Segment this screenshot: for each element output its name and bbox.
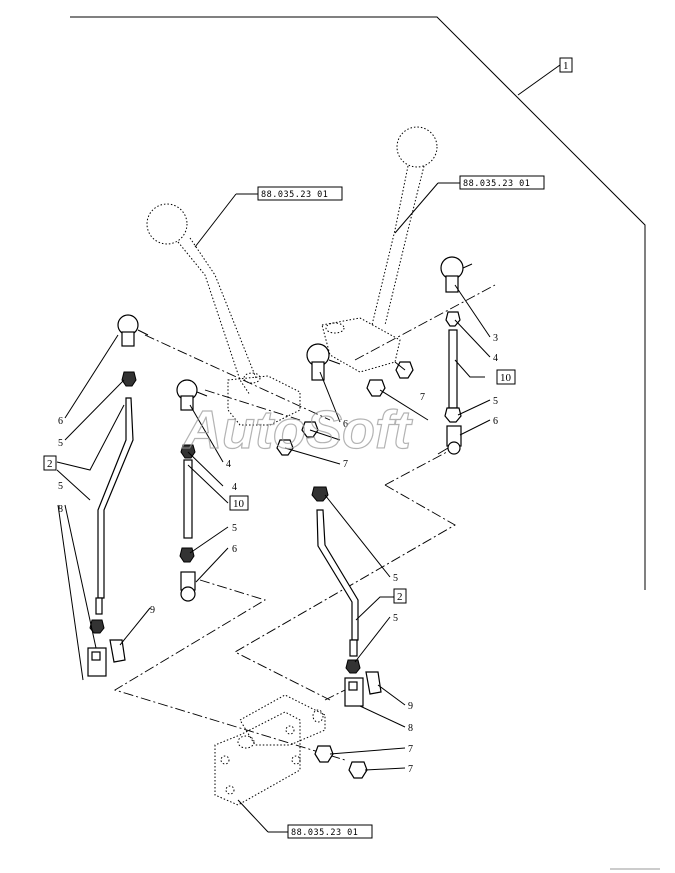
- callout-3[interactable]: 3: [493, 333, 498, 344]
- right-rod-assembly: [276, 343, 414, 707]
- callout-5[interactable]: 5: [393, 613, 398, 624]
- callout-7[interactable]: 7: [420, 392, 425, 403]
- callout-6[interactable]: 6: [493, 416, 498, 427]
- callout-7[interactable]: 7: [343, 459, 348, 470]
- boxed-callout-right-stud[interactable]: 10: [496, 369, 516, 385]
- callout-leaders: [56, 284, 491, 771]
- lower-mounting-bracket: [214, 694, 368, 806]
- watermark: AutoSoft: [181, 400, 413, 460]
- boxed-callout-left-stud[interactable]: 10: [229, 495, 249, 511]
- box-left-rod-text: 2: [47, 458, 53, 470]
- ref-right-lever-text: 88.035.23 01: [463, 179, 530, 189]
- part-callouts: 6 5 5 8 9 4 4 5 6 6 7 7 3 4 5 6 5 5 9 8 …: [58, 333, 498, 775]
- callout-7[interactable]: 7: [408, 764, 413, 775]
- left-stud-assembly: [176, 379, 208, 602]
- callout-4[interactable]: 4: [493, 353, 498, 364]
- box-right-stud-text: 10: [500, 372, 512, 384]
- callout-6[interactable]: 6: [232, 544, 237, 555]
- callout-8[interactable]: 8: [408, 723, 413, 734]
- callout-5[interactable]: 5: [393, 573, 398, 584]
- callout-4[interactable]: 4: [226, 459, 231, 470]
- assembly-ref-box[interactable]: [559, 57, 573, 73]
- callout-6[interactable]: 6: [58, 416, 63, 427]
- callout-5[interactable]: 5: [232, 523, 237, 534]
- callout-6[interactable]: 6: [343, 419, 348, 430]
- callout-4[interactable]: 4: [232, 482, 237, 493]
- callout-5[interactable]: 5: [58, 481, 63, 492]
- box-left-stud-text: 10: [233, 498, 245, 510]
- callout-7[interactable]: 7: [408, 744, 413, 755]
- callout-9[interactable]: 9: [150, 605, 155, 616]
- ref-bracket-text: 88.035.23 01: [291, 828, 358, 838]
- alignment-lines: [113, 284, 496, 761]
- callout-5[interactable]: 5: [493, 396, 498, 407]
- callout-9[interactable]: 9: [408, 701, 413, 712]
- boxed-callout-right-rod[interactable]: 2: [393, 588, 407, 604]
- box-right-rod-text: 2: [397, 591, 403, 603]
- ref-label-bracket[interactable]: 88.035.23 01: [237, 799, 373, 839]
- assembly-ref-label: 1: [563, 60, 569, 72]
- left-rod-assembly: [87, 314, 149, 677]
- ref-label-left-lever[interactable]: 88.035.23 01: [194, 186, 343, 248]
- callout-8[interactable]: 8: [58, 504, 63, 515]
- assembly-outline: 1: [70, 16, 646, 590]
- boxed-callout-left-rod[interactable]: 2: [43, 455, 57, 471]
- left-shift-lever: [146, 203, 301, 426]
- ref-label-right-lever[interactable]: 88.035.23 01: [394, 175, 545, 234]
- ref-left-lever-text: 88.035.23 01: [261, 190, 328, 200]
- callout-5[interactable]: 5: [58, 438, 63, 449]
- right-stud-assembly: [437, 256, 473, 455]
- right-shift-lever: [321, 126, 438, 373]
